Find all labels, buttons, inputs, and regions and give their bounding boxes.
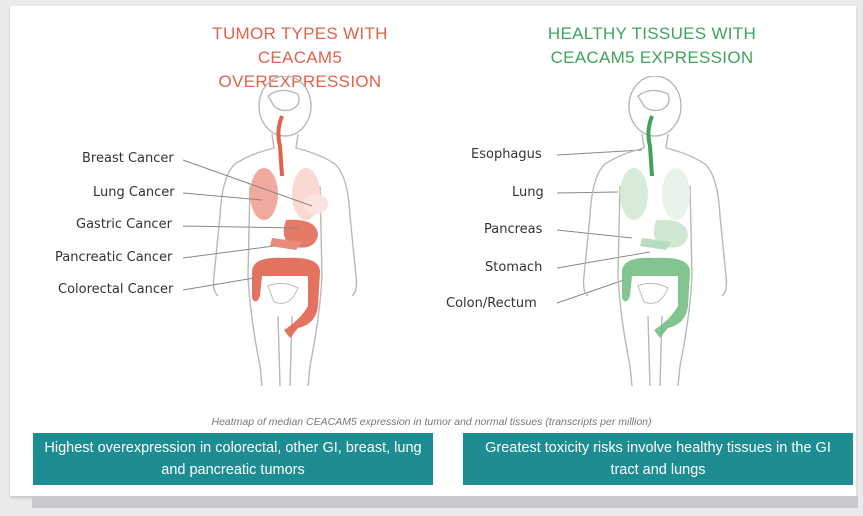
healthy-summary-text: Greatest toxicity risks involve healthy … bbox=[463, 437, 853, 481]
label-pancreas: Pancreas bbox=[484, 222, 542, 237]
label-stomach: Stomach bbox=[485, 260, 542, 275]
healthy-body-figure bbox=[560, 76, 750, 386]
esophagus-healthy bbox=[648, 116, 652, 176]
lung-healthy-left bbox=[620, 168, 648, 220]
tumor-summary-box: Highest overexpression in colorectal, ot… bbox=[33, 433, 433, 485]
leader-lung bbox=[183, 193, 262, 200]
heatmap-caption: Heatmap of median CEACAM5 expression in … bbox=[0, 416, 863, 428]
healthy-summary-box: Greatest toxicity risks involve healthy … bbox=[463, 433, 853, 485]
colon-healthy bbox=[622, 258, 690, 338]
label-lung: Lung bbox=[512, 185, 544, 200]
lung-healthy-right bbox=[662, 168, 690, 220]
leader-colorectal bbox=[183, 278, 254, 290]
tumor-summary-text: Highest overexpression in colorectal, ot… bbox=[33, 437, 433, 481]
label-esophagus: Esophagus bbox=[471, 147, 542, 162]
leader-gastric bbox=[183, 226, 298, 228]
small-intestine-right bbox=[638, 283, 668, 303]
leader-pancreatic bbox=[183, 246, 274, 258]
label-colon-rectum: Colon/Rectum bbox=[446, 296, 537, 311]
